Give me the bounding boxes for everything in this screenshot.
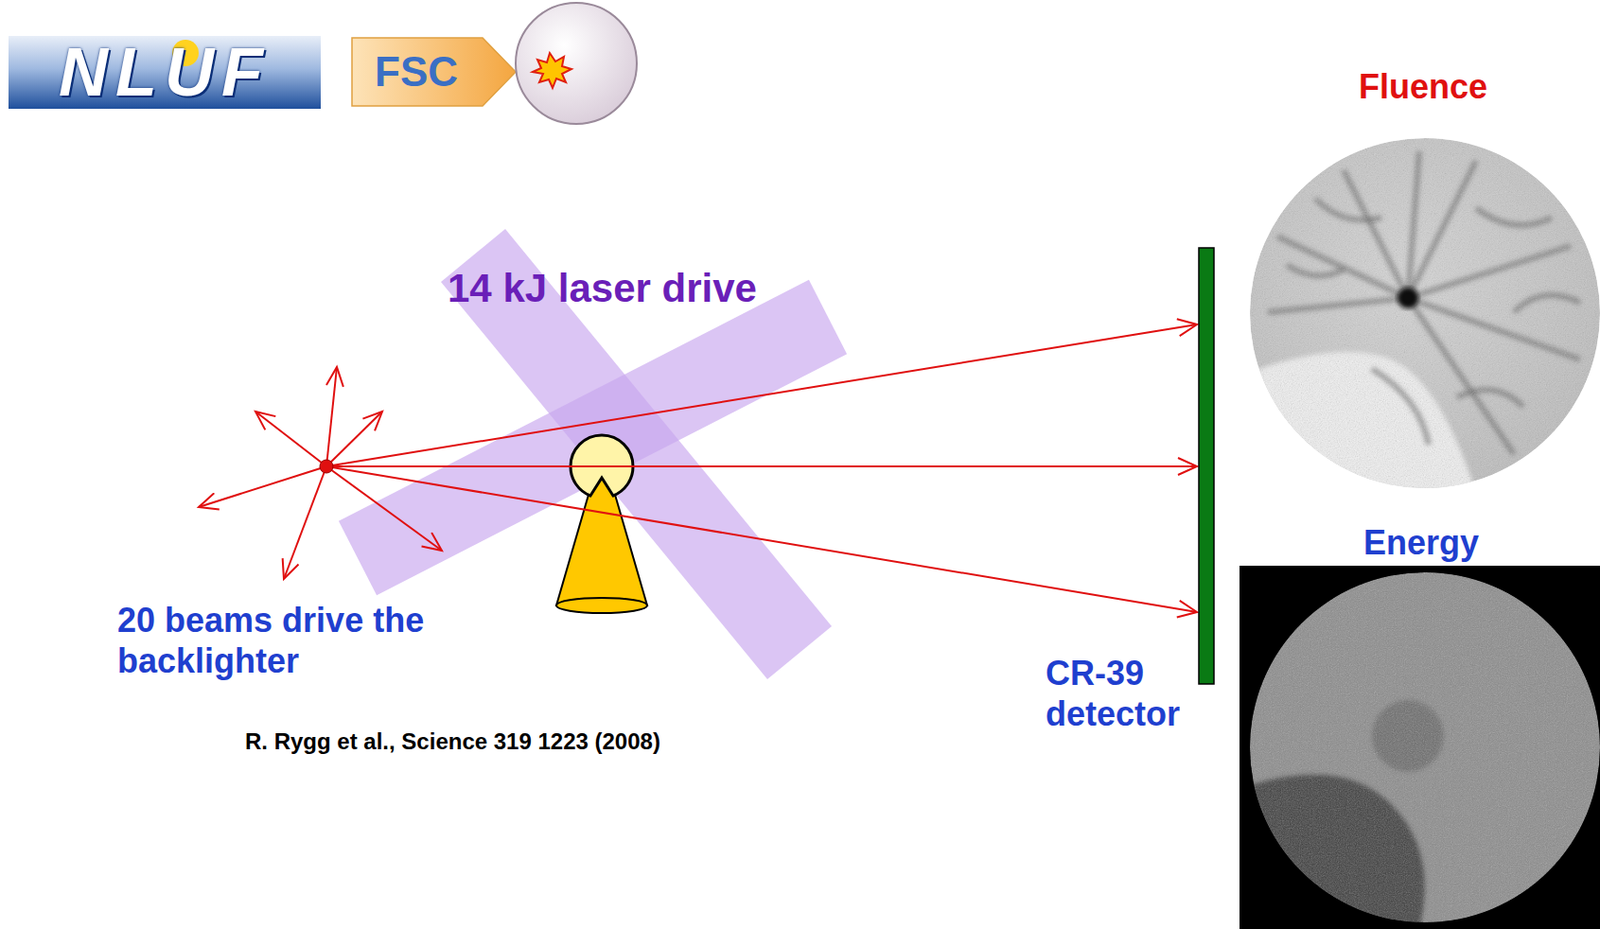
detector-label: CR-39 detector (1045, 652, 1196, 735)
emission-arrows (198, 324, 1197, 613)
energy-background (1239, 565, 1600, 929)
target-stalk-base (556, 597, 648, 614)
panel-heading: Energy (1326, 522, 1516, 563)
detector-plate (1198, 247, 1214, 685)
logo-arrow (351, 37, 516, 106)
panel-heading: Fluence (1328, 66, 1518, 107)
backlighter-label: 20 beams drive the backlighter (117, 599, 430, 682)
fluence-image (1248, 138, 1600, 493)
energy-image (1249, 572, 1600, 929)
logo-sphere (515, 2, 637, 124)
logo-text: FSC (354, 41, 478, 103)
logo-banner (8, 35, 321, 109)
logo-text: NLUF (8, 35, 321, 109)
citation: R. Rygg et al., Science 319 1223 (2008) (245, 728, 851, 757)
logo-burst (532, 52, 572, 88)
target-stalk (556, 477, 648, 606)
backlighter (319, 459, 334, 474)
drive-label: 14 kJ laser drive (447, 264, 855, 313)
